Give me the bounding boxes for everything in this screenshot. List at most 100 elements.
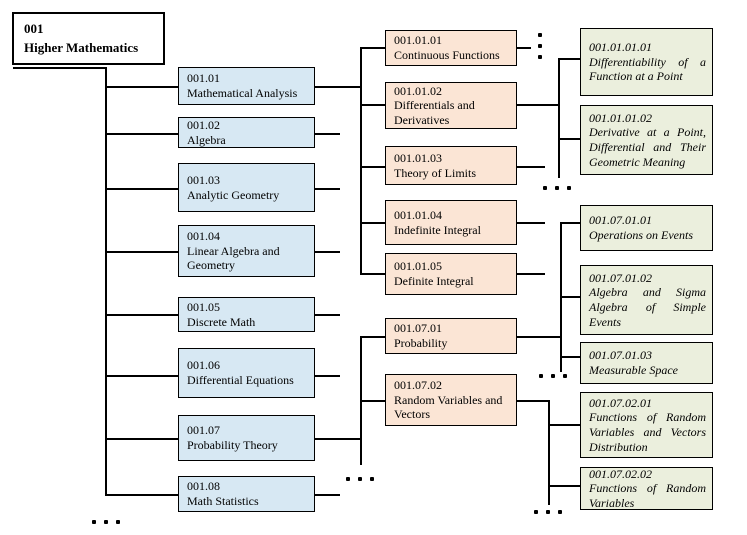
node-code: 001.01.05 <box>394 259 442 274</box>
node-name: Theory of Limits <box>394 165 476 180</box>
node-name: Probability <box>394 336 448 350</box>
node-code: 001.07.02 <box>394 378 442 393</box>
connector-stub <box>315 251 340 253</box>
node-001: 001 Higher Mathematics <box>12 12 165 65</box>
node-code: 001.07.01.03 <box>589 348 652 363</box>
node-001-01-05: 001.01.05 Definite Integral <box>385 253 517 295</box>
connector-line <box>105 251 178 253</box>
node-name: Indefinite Integral <box>394 222 481 237</box>
node-001-07-01: 001.07.01 Probability <box>385 318 517 354</box>
node-code: 001.07.01.01 <box>589 213 652 228</box>
connector-line <box>548 424 580 426</box>
connector-stub <box>517 222 545 224</box>
node-001-07-01-01: 001.07.01.01 Operations on Events <box>580 205 713 251</box>
node-name: Linear Algebra and Geometry <box>187 243 280 273</box>
node-name: Discrete Math <box>187 314 256 329</box>
node-001-04: 001.04 Linear Algebra and Geometry <box>178 225 315 277</box>
node-code: 001.01.01.02 <box>589 110 652 125</box>
connector-line <box>105 375 178 377</box>
node-code: 001.06 <box>187 358 220 373</box>
more-ellipsis <box>538 33 542 59</box>
connector-line <box>517 336 561 338</box>
connector-stub <box>315 494 340 496</box>
node-001-01-02: 001.01.02 Differentials and Derivatives <box>385 82 517 129</box>
node-name: Higher Mathematics <box>24 39 139 55</box>
node-name: Random Variables and Vectors <box>394 392 503 422</box>
connector-line <box>105 438 178 440</box>
connector-line <box>558 58 580 60</box>
node-code: 001.02 <box>187 117 220 132</box>
node-code: 001.01.02 <box>394 83 442 98</box>
node-code: 001.07.02.02 <box>589 466 652 481</box>
node-name: Algebra <box>187 132 226 147</box>
node-name: Math Statistics <box>187 494 259 508</box>
trunk-line <box>360 47 362 274</box>
connector-line <box>105 494 178 496</box>
node-code: 001.07.01 <box>394 321 442 336</box>
node-name: Differentiability of a Function at a Poi… <box>589 54 706 84</box>
node-code: 001.07 <box>187 423 220 438</box>
node-name: Mathematical Analysis <box>187 86 298 100</box>
node-name: Derivative at a Point, Differential and … <box>589 125 706 169</box>
node-001-01-04: 001.01.04 Indefinite Integral <box>385 200 517 245</box>
node-name: Algebra and Sigma Algebra of Simple Even… <box>589 285 706 329</box>
node-001-01-01: 001.01.01 Continuous Functions <box>385 30 517 66</box>
node-name: Analytic Geometry <box>187 187 280 202</box>
node-code: 001.01.04 <box>394 207 442 222</box>
node-001-07-02-01: 001.07.02.01 Functions of Random Variabl… <box>580 392 713 458</box>
connector-line <box>105 86 178 88</box>
node-001-07-01-02: 001.07.01.02 Algebra and Sigma Algebra o… <box>580 265 713 335</box>
connector-line <box>315 438 361 440</box>
connector-line <box>360 400 385 402</box>
connector-line <box>360 336 385 338</box>
more-ellipsis <box>539 374 567 378</box>
node-name: Differentials and Derivatives <box>394 98 475 127</box>
node-name: Definite Integral <box>394 274 474 288</box>
more-ellipsis <box>346 477 374 481</box>
trunk-line <box>105 67 107 495</box>
node-code: 001 <box>24 20 44 36</box>
node-code: 001.01.03 <box>394 150 442 165</box>
connector-line <box>105 314 178 316</box>
node-name: Functions of Random Variables <box>589 481 706 510</box>
node-code: 001.07.02.01 <box>589 395 652 410</box>
node-001-01-03: 001.01.03 Theory of Limits <box>385 146 517 185</box>
connector-line <box>360 222 385 224</box>
connector-line <box>558 138 580 140</box>
connector-line <box>105 188 178 190</box>
connector-line <box>105 133 178 135</box>
connector-line <box>548 485 580 487</box>
more-ellipsis <box>534 510 562 514</box>
node-code: 001.01 <box>187 71 220 86</box>
node-code: 001.07.01.02 <box>589 270 652 285</box>
trunk-line <box>558 58 560 178</box>
node-001-02: 001.02 Algebra <box>178 117 315 148</box>
node-code: 001.05 <box>187 299 220 314</box>
node-name: Measurable Space <box>589 363 678 377</box>
node-code: 001.04 <box>187 229 220 244</box>
node-001-06: 001.06 Differential Equations <box>178 348 315 398</box>
connector-stub <box>315 314 340 316</box>
connector-line <box>560 222 580 224</box>
connector-line <box>315 86 361 88</box>
node-001-08: 001.08 Math Statistics <box>178 476 315 512</box>
node-001-01-01-02: 001.01.01.02 Derivative at a Point, Diff… <box>580 105 713 175</box>
connector-line <box>517 104 559 106</box>
connector-line <box>517 400 549 402</box>
connector-line <box>13 67 107 69</box>
connector-line <box>360 273 385 275</box>
node-001-07: 001.07 Probability Theory <box>178 415 315 461</box>
node-code: 001.01.01 <box>394 33 442 48</box>
node-name: Continuous Functions <box>394 48 500 62</box>
node-name: Probability Theory <box>187 438 278 452</box>
connector-line <box>560 296 580 298</box>
connector-line <box>360 104 385 106</box>
more-ellipsis <box>92 520 120 524</box>
connector-line <box>360 47 385 49</box>
node-001-01: 001.01 Mathematical Analysis <box>178 67 315 105</box>
node-001-01-01-01: 001.01.01.01 Differentiability of a Func… <box>580 28 713 96</box>
node-001-05: 001.05 Discrete Math <box>178 297 315 332</box>
connector-line <box>560 356 580 358</box>
connector-stub <box>517 47 531 49</box>
